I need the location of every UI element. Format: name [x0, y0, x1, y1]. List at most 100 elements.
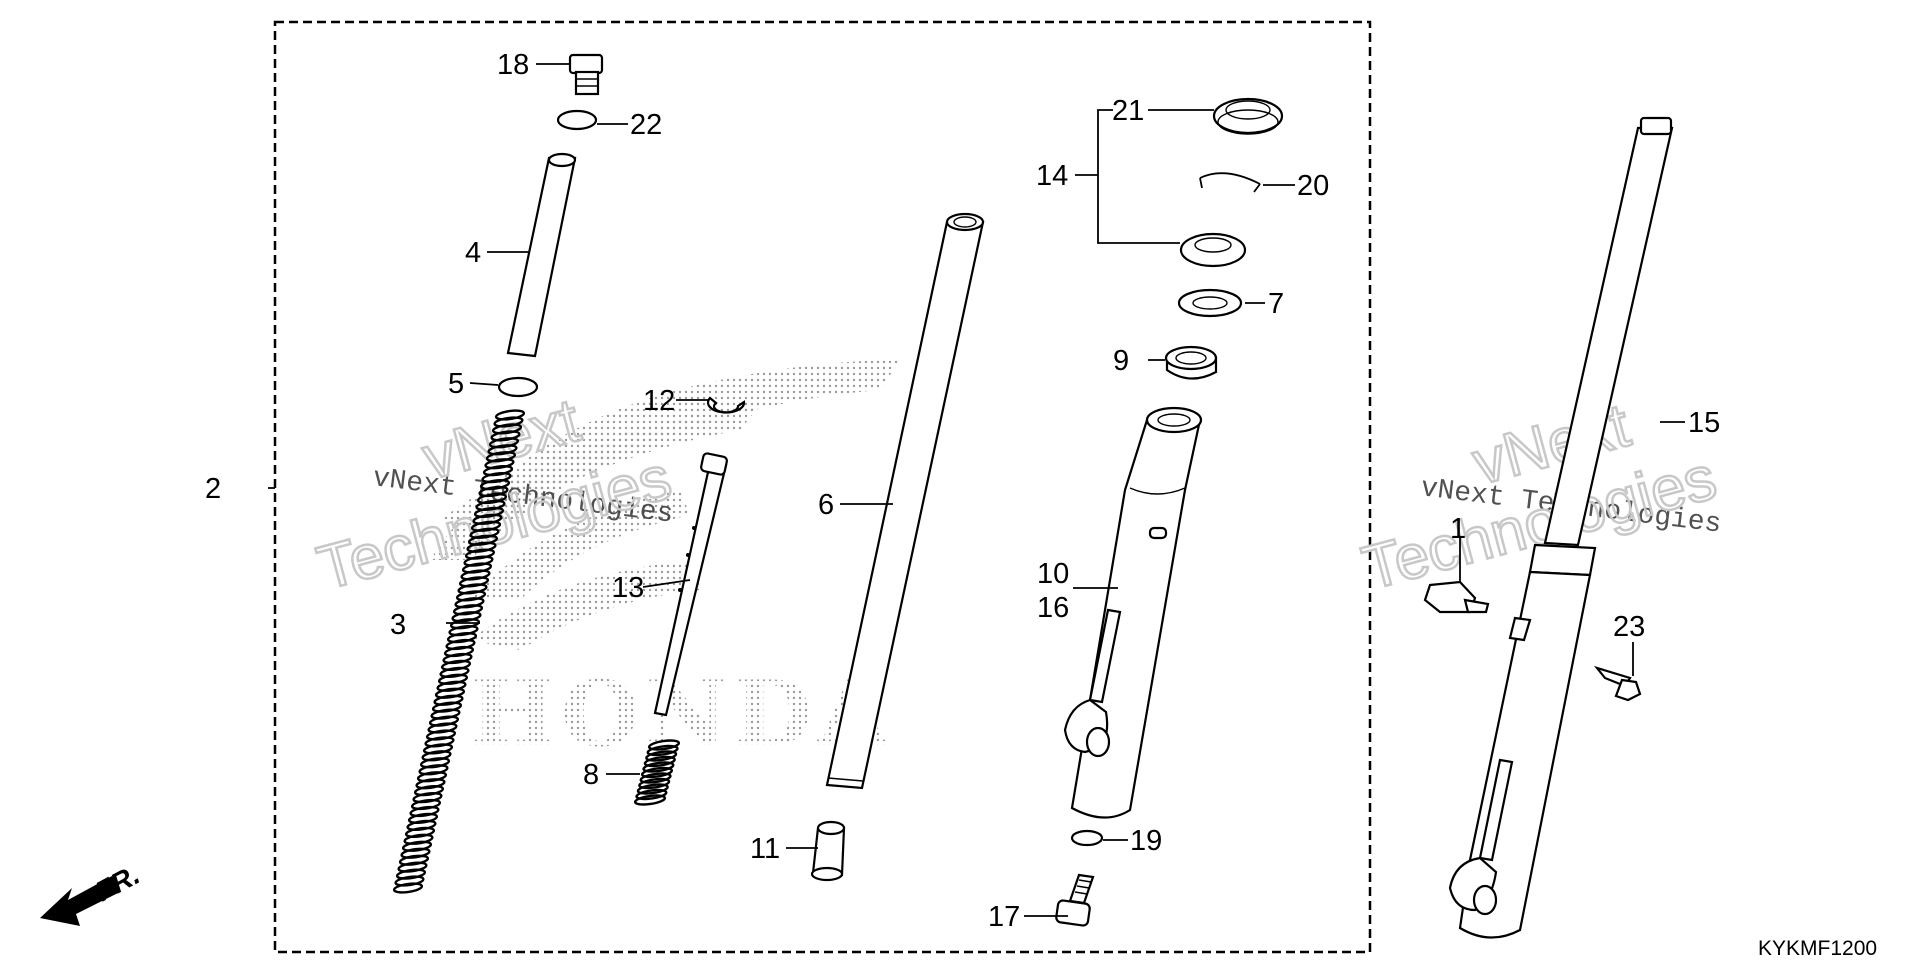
spring-coil	[421, 750, 452, 762]
spring-coil	[427, 722, 458, 734]
part-22-washer	[556, 109, 598, 131]
spring-coil	[493, 416, 524, 428]
callout-17: 17	[988, 901, 1020, 933]
callout-5: 5	[448, 368, 464, 400]
part-13-damper-rod	[653, 452, 728, 717]
spring-coil	[457, 583, 488, 595]
spring-coil	[488, 437, 520, 449]
callout-19: 19	[1130, 825, 1162, 857]
callout-9: 9	[1113, 345, 1129, 377]
spring-coil	[424, 736, 455, 748]
callout-6: 6	[818, 489, 834, 521]
callout-2: 2	[205, 473, 221, 505]
spring-coil	[463, 555, 494, 567]
spring-coil	[646, 744, 679, 757]
spring-coil	[395, 868, 427, 880]
part-20-clip	[1199, 172, 1261, 193]
part-11-oil-lock-piece	[810, 820, 846, 882]
spring-coil	[412, 791, 443, 804]
spring-coil	[487, 444, 518, 456]
spring-coil	[472, 513, 503, 525]
spring-coil	[476, 492, 508, 505]
callout-1: 1	[1450, 513, 1466, 545]
spring-coil	[460, 569, 491, 581]
spring-coil	[647, 739, 681, 751]
spring-coil	[437, 673, 469, 685]
spring-coil	[436, 680, 467, 692]
spring-coil	[639, 772, 672, 784]
spring-coil	[446, 631, 478, 644]
spring-coil	[491, 423, 523, 435]
spring-coil	[392, 882, 424, 894]
callout-20: 20	[1297, 170, 1329, 202]
spring-coil	[415, 778, 446, 790]
spring-coil	[452, 604, 484, 616]
leader-lines	[268, 63, 1685, 917]
spring-coil	[403, 833, 434, 845]
spring-coil	[494, 409, 526, 421]
part-14-oil-seal	[1179, 232, 1247, 268]
spring-coil	[416, 771, 448, 783]
spring-coil	[490, 430, 521, 442]
callout-15: 15	[1688, 407, 1720, 439]
callout-11: 11	[750, 833, 780, 865]
part-5-seat	[497, 376, 539, 398]
spring-coil	[645, 750, 678, 762]
spring-coil	[461, 562, 493, 574]
spring-coil	[633, 794, 667, 806]
callout-3: 3	[390, 609, 406, 641]
front-arrow-icon	[40, 876, 120, 926]
callout-13: 13	[612, 572, 644, 604]
callout-23: 23	[1613, 611, 1645, 643]
spring-coil	[433, 694, 464, 706]
spring-coil	[434, 687, 466, 699]
part-7-backup-ring	[1177, 288, 1243, 318]
spring-coil	[478, 485, 509, 498]
assembly-frame	[273, 20, 1372, 954]
part-8-rebound-spring	[633, 739, 681, 806]
spring-coil	[400, 847, 431, 859]
callout-16: 16	[1037, 592, 1069, 624]
spring-coil	[407, 812, 439, 825]
spring-coil	[638, 777, 671, 790]
callout-labels: 2 18 22 4 5 3 12 13 6 8 11 10 16 21 14 2…	[205, 49, 1720, 933]
spring-coil	[635, 788, 668, 801]
part-19-washer	[1070, 829, 1104, 847]
part-6-fork-pipe	[825, 212, 985, 790]
spring-coil	[449, 618, 481, 630]
part-10-fork-slider	[1063, 406, 1203, 819]
spring-coil	[394, 875, 425, 887]
spring-coil	[454, 597, 485, 609]
callout-7: 7	[1268, 288, 1284, 320]
diagram-code: KYKMF1200	[1758, 937, 1877, 960]
part-18-bolt	[568, 53, 604, 96]
spring-coil	[479, 478, 511, 491]
spring-coil	[401, 840, 433, 852]
callout-14: 14	[1036, 160, 1068, 192]
spring-coil	[467, 534, 499, 546]
spring-coil	[455, 590, 487, 602]
part-17-socket-bolt	[1055, 873, 1095, 927]
spring-coil	[451, 611, 482, 623]
callout-22: 22	[630, 109, 662, 141]
spring-coil	[398, 854, 430, 866]
spring-coil	[469, 527, 500, 539]
spring-coil	[397, 861, 428, 873]
spring-coil	[473, 506, 505, 519]
part-3-fork-spring	[392, 409, 526, 894]
spring-coil	[445, 638, 476, 651]
spring-coil	[428, 715, 460, 727]
front-direction-indicator: FR.	[40, 859, 145, 926]
part-15-fork-assembly	[1448, 116, 1674, 939]
spring-coil	[636, 783, 669, 795]
callout-10: 10	[1037, 558, 1069, 590]
background-wing-logo: HONDA	[430, 360, 900, 767]
spring-coil	[640, 766, 674, 779]
spring-coil	[422, 743, 454, 755]
callout-4: 4	[465, 237, 481, 269]
spring-coil	[431, 701, 463, 713]
spring-coil	[440, 659, 472, 672]
spring-coil	[410, 798, 442, 811]
spring-coil	[485, 451, 517, 463]
